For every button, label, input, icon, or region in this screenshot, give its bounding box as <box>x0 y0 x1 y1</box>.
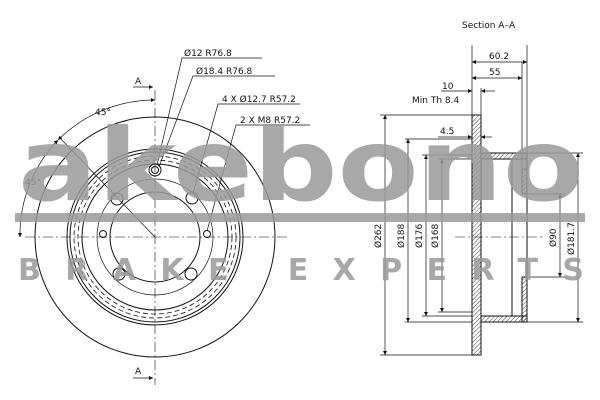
dim-181-7: Ø181.7 <box>566 222 577 255</box>
section-marker-top: A <box>135 77 142 87</box>
m8-hole <box>99 230 107 238</box>
callout-bolt-holes: 4 X Ø12.7 R57.2 <box>222 94 296 105</box>
watermark-tagline: BRAKE EXPERTS <box>18 253 584 288</box>
callout-hole-18-4: Ø18.4 R76.8 <box>196 66 253 77</box>
dim-thickness: 10 <box>442 82 454 92</box>
disc-section <box>471 114 482 356</box>
dim-188: Ø188 <box>396 223 407 248</box>
hat-flange-bottom <box>480 315 528 323</box>
watermark-bar <box>15 213 585 222</box>
watermark-brand: akebono <box>18 107 584 224</box>
bolt-hole <box>185 191 199 205</box>
brand-watermark: akebono BRAKE EXPERTS <box>15 107 585 288</box>
angle-label: 45° <box>95 108 111 118</box>
dim-60-2: 60.2 <box>489 52 509 62</box>
dim-262: Ø262 <box>373 224 384 248</box>
hole-18-4 <box>148 163 162 177</box>
angle-label: 45° <box>25 178 41 188</box>
bolt-hole <box>112 267 126 281</box>
hat-flange-top <box>480 152 528 160</box>
bolt-hole <box>184 267 198 281</box>
section-title: Section A–A <box>462 21 516 31</box>
bolt-hole <box>110 192 124 206</box>
callout-m8-holes: 2 X M8 R57.2 <box>240 116 300 126</box>
dim-55: 55 <box>489 68 500 78</box>
m8-hole <box>203 230 211 238</box>
dim-4-5: 4.5 <box>440 127 454 137</box>
section-marker-bottom: A <box>135 367 142 377</box>
section-view: Section A–A 60.2 55 10 Min Th 8.4 4.5 Ø2… <box>373 21 583 356</box>
callout-hole-12: Ø12 R76.8 <box>184 48 232 59</box>
dim-176: Ø176 <box>414 223 425 248</box>
dim-min-thickness: Min Th 8.4 <box>412 96 459 106</box>
dim-90: Ø90 <box>548 228 559 247</box>
center-bore <box>109 191 201 283</box>
outer-rim <box>34 116 276 358</box>
dim-168: Ø168 <box>430 223 441 248</box>
hole-12 <box>151 166 159 174</box>
